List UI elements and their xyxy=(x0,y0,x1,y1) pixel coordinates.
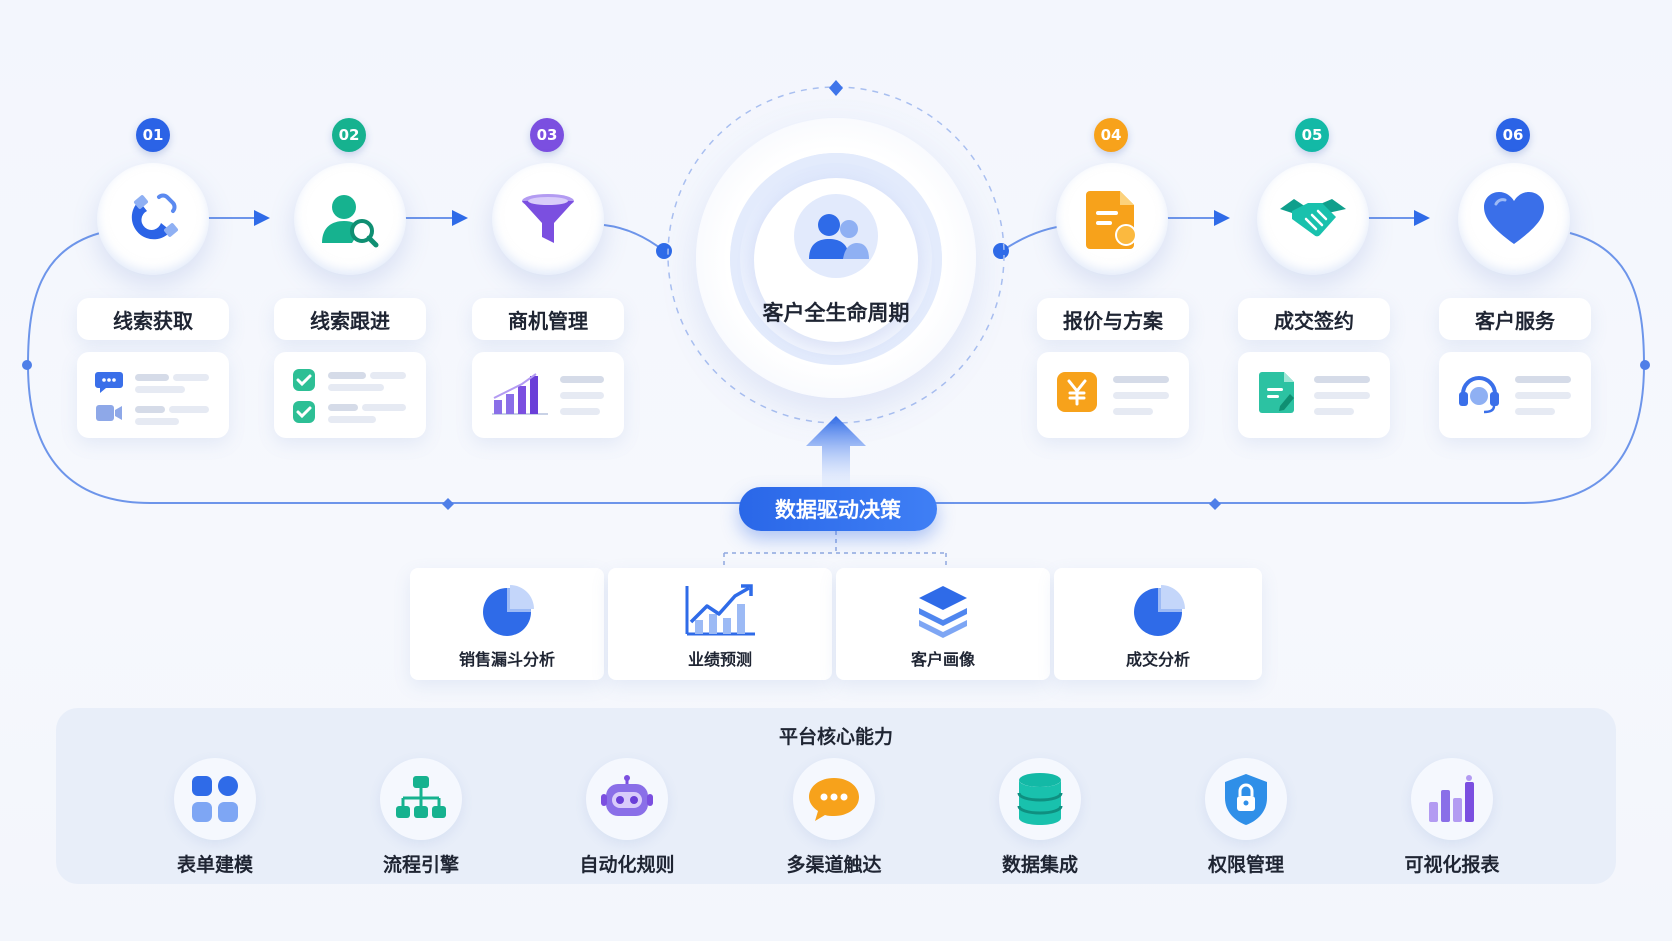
step-label-customer-service: 客户服务 xyxy=(1439,298,1591,340)
step-card-quotation xyxy=(1037,352,1189,438)
bar-chart-icon xyxy=(1429,775,1474,822)
step-number-04: 04 xyxy=(1094,118,1128,152)
step-number-02: 02 xyxy=(332,118,366,152)
trend-chart-icon xyxy=(685,584,755,636)
step-number-06: 06 xyxy=(1496,118,1530,152)
step-label-lead-acquisition: 线索获取 xyxy=(77,298,229,340)
step-circle-opportunity-management[interactable] xyxy=(492,163,604,275)
analytics-card-deal[interactable]: 成交分析 xyxy=(1054,568,1262,680)
chat-bubble-icon xyxy=(95,372,123,393)
checkbox-icon xyxy=(293,369,315,391)
video-camera-icon xyxy=(96,405,122,421)
step-card-customer-service xyxy=(1439,352,1591,438)
analytics-label: 成交分析 xyxy=(1125,650,1190,669)
layers-icon xyxy=(919,586,967,638)
pie-chart-icon xyxy=(1134,585,1185,636)
step-number-03: 03 xyxy=(530,118,564,152)
capability-flow-engine[interactable]: 流程引擎 xyxy=(351,758,491,877)
user-search-icon xyxy=(322,195,379,248)
step-card-lead-acquisition xyxy=(77,352,229,438)
analytics-label: 业绩预测 xyxy=(687,650,752,669)
funnel-icon xyxy=(522,194,574,243)
robot-icon xyxy=(601,775,653,816)
capability-multichannel-reach[interactable]: 多渠道触达 xyxy=(764,758,904,877)
database-icon xyxy=(1017,773,1063,825)
grid-icon xyxy=(192,776,238,822)
step-circle-customer-service[interactable] xyxy=(1458,163,1570,275)
chat-icon xyxy=(809,778,859,821)
step-label-quotation: 报价与方案 xyxy=(1037,298,1189,340)
yuan-icon xyxy=(1057,372,1097,412)
step-circle-quotation[interactable] xyxy=(1056,163,1168,275)
pie-chart-icon xyxy=(483,585,534,636)
checkbox-icon xyxy=(293,401,315,423)
magnet-link-icon xyxy=(131,193,178,240)
platform-core-panel: 平台核心能力 表单建模 流程引擎 xyxy=(56,708,1616,884)
lock-shield-icon xyxy=(1225,774,1267,825)
analytics-label: 客户画像 xyxy=(910,650,975,669)
contract-icon xyxy=(1259,372,1294,413)
step-number-01: 01 xyxy=(136,118,170,152)
capability-data-integration[interactable]: 数据集成 xyxy=(970,758,1110,877)
flow-icon xyxy=(396,776,446,818)
capability-permission-management[interactable]: 权限管理 xyxy=(1176,758,1316,877)
analytics-card-funnel[interactable]: 销售漏斗分析 xyxy=(410,568,604,680)
step-circle-lead-acquisition[interactable] xyxy=(97,163,209,275)
step-label-lead-follow-up: 线索跟进 xyxy=(274,298,426,340)
handshake-icon xyxy=(1280,199,1346,237)
heart-icon xyxy=(1484,192,1544,244)
capability-automation-rules[interactable]: 自动化规则 xyxy=(557,758,697,877)
center-title: 客户全生命周期 xyxy=(762,301,910,325)
step-number-05: 05 xyxy=(1295,118,1329,152)
step-circle-deal-signing[interactable] xyxy=(1257,163,1369,275)
step-card-deal-signing xyxy=(1238,352,1390,438)
document-quote-icon xyxy=(1086,191,1137,249)
bar-chart-icon xyxy=(492,373,548,415)
data-driven-decision-badge[interactable]: 数据驱动决策 xyxy=(739,487,937,531)
capability-form-modeling[interactable]: 表单建模 xyxy=(145,758,285,877)
analytics-card-persona[interactable]: 客户画像 xyxy=(836,568,1050,680)
analytics-label: 销售漏斗分析 xyxy=(458,650,555,669)
step-label-deal-signing: 成交签约 xyxy=(1238,298,1390,340)
headset-icon xyxy=(1459,376,1499,414)
step-card-lead-follow-up xyxy=(274,352,426,438)
analytics-card-forecast[interactable]: 业绩预测 xyxy=(608,568,832,680)
step-label-opportunity-management: 商机管理 xyxy=(472,298,624,340)
customer-group-icon xyxy=(787,193,885,283)
platform-title: 平台核心能力 xyxy=(778,726,893,748)
capability-visual-reports[interactable]: 可视化报表 xyxy=(1382,758,1522,877)
step-circle-lead-follow-up[interactable] xyxy=(294,163,406,275)
step-card-opportunity-management xyxy=(472,352,624,438)
